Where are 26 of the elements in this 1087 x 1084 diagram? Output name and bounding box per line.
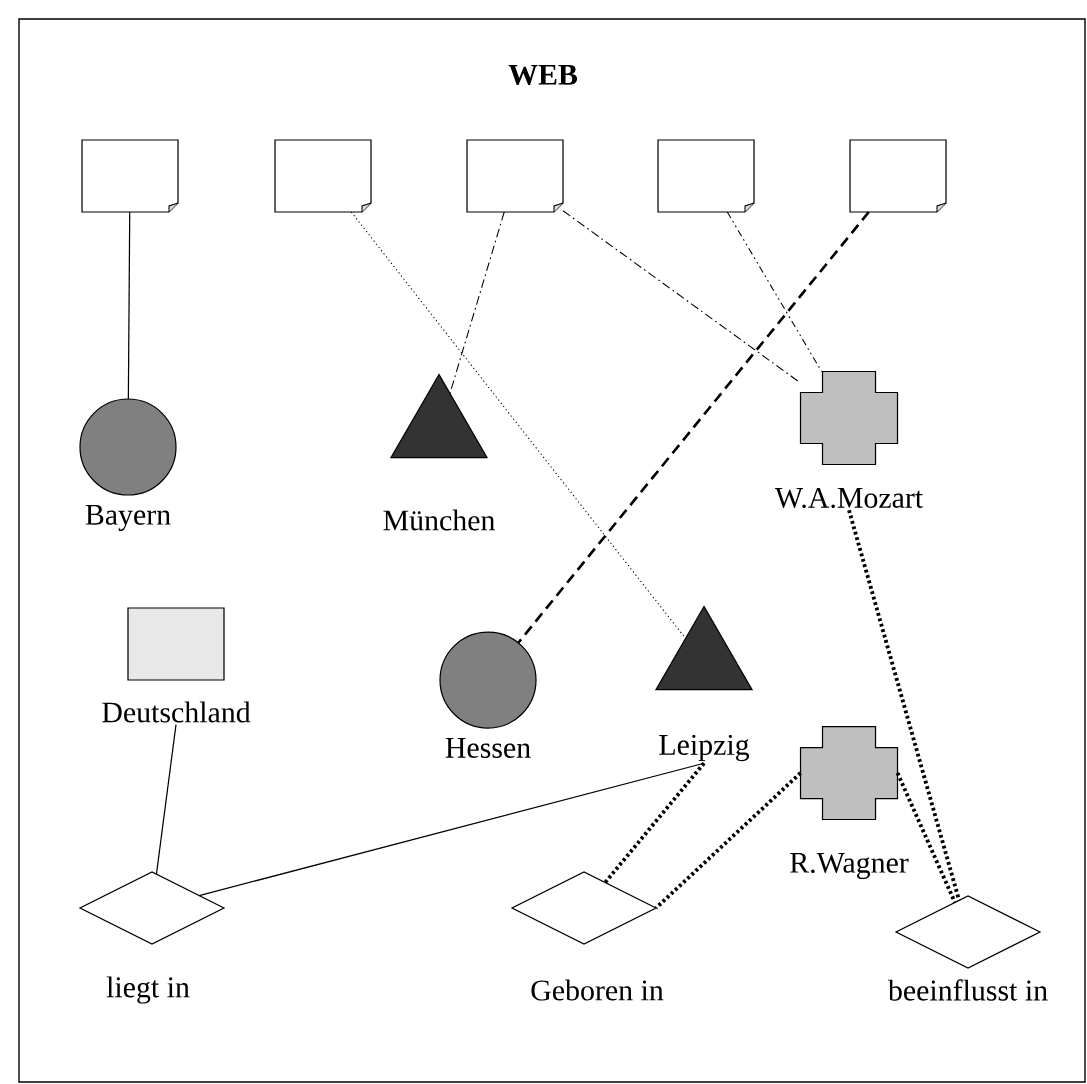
node-label: Bayern — [85, 505, 171, 531]
node-label: Leipzig — [659, 734, 750, 762]
connector-line — [127, 211, 131, 400]
connector-line — [726, 211, 823, 373]
connector-line — [449, 211, 505, 394]
connector-line — [603, 762, 706, 884]
node-label: Geboren in — [531, 979, 664, 1001]
document-shape — [657, 139, 755, 213]
connector-line — [847, 509, 961, 901]
document-shape — [849, 139, 947, 213]
document-shape — [466, 139, 564, 213]
title: WEB — [508, 65, 578, 85]
connector-line — [895, 772, 957, 904]
node-label: liegt in — [106, 976, 190, 1004]
connector-line — [654, 771, 802, 910]
node-label: Deutschland — [102, 701, 251, 723]
connector-line — [155, 724, 177, 875]
node-label: R.Wagner — [790, 853, 909, 879]
connector-line — [517, 211, 870, 644]
node-label: beeinflusst in — [887, 979, 1048, 1001]
node-label: Hessen — [445, 738, 531, 758]
node-label: W.A.Mozart — [774, 487, 923, 509]
node-label: München — [383, 509, 495, 531]
document-shape — [81, 139, 179, 213]
connector-line — [350, 211, 687, 639]
document-shape — [274, 139, 372, 213]
